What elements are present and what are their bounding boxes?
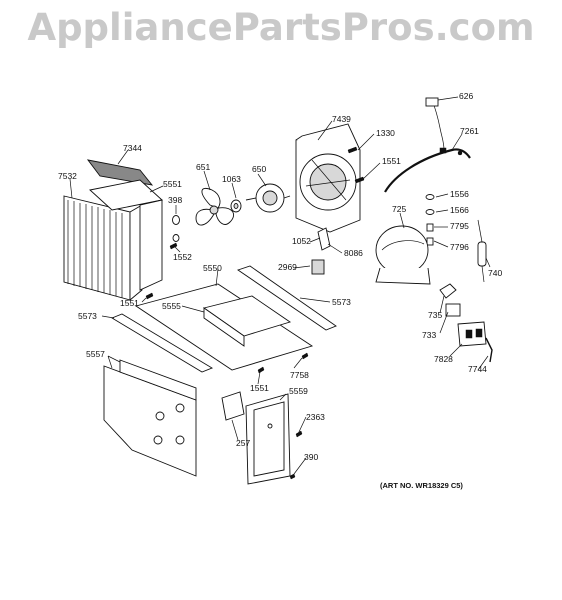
part-1551-screw-mid bbox=[145, 292, 154, 300]
part-733-overload bbox=[445, 303, 461, 317]
part-1551-screw-bottom bbox=[257, 366, 265, 374]
watermark: AppliancePartsPros.com bbox=[27, 6, 535, 49]
part-2969-capacitor bbox=[311, 259, 325, 275]
callout-1551-mid: 1551 bbox=[120, 298, 139, 308]
callout-5573-right: 5573 bbox=[332, 297, 351, 307]
callout-1551-top: 1551 bbox=[382, 156, 401, 166]
callout-5551: 5551 bbox=[163, 179, 182, 189]
part-650-motor bbox=[245, 183, 291, 213]
leader-lines bbox=[69, 96, 491, 475]
callout-257: 257 bbox=[236, 438, 250, 448]
callout-740: 740 bbox=[488, 268, 502, 278]
part-5551-bracket bbox=[89, 179, 163, 291]
callout-626: 626 bbox=[459, 91, 473, 101]
part-7261-tube bbox=[384, 148, 471, 193]
art-number: (ART NO. WR18329 C5) bbox=[380, 481, 463, 490]
callout-5550: 5550 bbox=[203, 263, 222, 273]
callout-1566: 1566 bbox=[450, 205, 469, 215]
callout-390: 390 bbox=[304, 452, 318, 462]
part-7744-bracket bbox=[485, 337, 493, 363]
callout-5573-left: 5573 bbox=[78, 311, 97, 321]
callout-398: 398 bbox=[168, 195, 182, 205]
callout-735: 735 bbox=[428, 310, 442, 320]
callout-651: 651 bbox=[196, 162, 210, 172]
part-651-fan bbox=[195, 187, 234, 226]
callout-7828: 7828 bbox=[434, 354, 453, 364]
part-7439-shroud bbox=[295, 123, 361, 233]
callout-1556: 1556 bbox=[450, 189, 469, 199]
part-257-cover bbox=[221, 391, 245, 421]
callout-7744: 7744 bbox=[468, 364, 487, 374]
part-390-screw bbox=[289, 473, 296, 480]
callout-7796: 7796 bbox=[450, 242, 469, 252]
part-7828-relay bbox=[457, 321, 487, 347]
callout-1063: 1063 bbox=[222, 174, 241, 184]
part-1330-screw bbox=[347, 146, 358, 154]
callout-7344: 7344 bbox=[123, 143, 142, 153]
callout-1052: 1052 bbox=[292, 236, 311, 246]
part-1551-screw-top bbox=[354, 176, 365, 184]
callout-7261: 7261 bbox=[460, 126, 479, 136]
callout-650: 650 bbox=[252, 164, 266, 174]
part-5573-rail-left bbox=[110, 313, 214, 373]
callout-5557: 5557 bbox=[86, 349, 105, 359]
callout-7439: 7439 bbox=[332, 114, 351, 124]
part-626-cord bbox=[425, 97, 447, 154]
part-7758-screw bbox=[301, 352, 309, 360]
part-735-terminal bbox=[439, 283, 457, 299]
callout-7795: 7795 bbox=[450, 221, 469, 231]
callout-733: 733 bbox=[422, 330, 436, 340]
part-1052-relay bbox=[317, 227, 331, 251]
part-7344-strip bbox=[86, 159, 154, 186]
part-5550-base bbox=[134, 283, 314, 371]
callout-7758: 7758 bbox=[290, 370, 309, 380]
callout-2969: 2969 bbox=[278, 262, 297, 272]
part-725-compressor bbox=[375, 225, 431, 285]
callout-5555: 5555 bbox=[162, 301, 181, 311]
part-5573-rail-right bbox=[236, 265, 337, 331]
callout-7532: 7532 bbox=[58, 171, 77, 181]
callout-8086: 8086 bbox=[344, 248, 363, 258]
part-1552-screw bbox=[169, 242, 178, 250]
callout-5559: 5559 bbox=[289, 386, 308, 396]
callout-1330: 1330 bbox=[376, 128, 395, 138]
part-398-clip bbox=[172, 215, 180, 242]
part-1063-ring bbox=[230, 199, 242, 213]
part-5559-panel bbox=[245, 393, 291, 485]
part-2363-screw bbox=[295, 430, 303, 438]
part-740-drier bbox=[477, 219, 487, 283]
callout-1551-bottom: 1551 bbox=[250, 383, 269, 393]
callout-1552: 1552 bbox=[173, 252, 192, 262]
callout-2363: 2363 bbox=[306, 412, 325, 422]
part-small-fittings bbox=[425, 194, 435, 246]
part-7532-condenser bbox=[63, 195, 143, 301]
part-5557-panel bbox=[103, 359, 197, 477]
callout-725: 725 bbox=[392, 204, 406, 214]
